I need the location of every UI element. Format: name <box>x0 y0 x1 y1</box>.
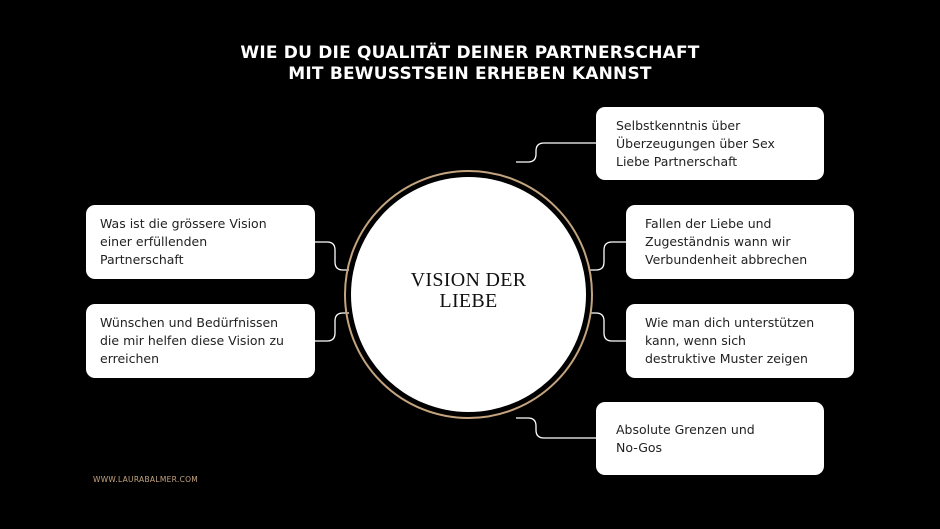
box-text-line: Fallen der Liebe und <box>645 216 772 231</box>
connector-right-2 <box>590 241 626 271</box>
box-text-line: No-Gos <box>616 439 663 455</box>
center-label-line-1: VISION DER <box>410 269 527 291</box>
connector-right-3 <box>590 312 626 342</box>
box-text-line: einer erfüllenden <box>100 234 208 249</box>
box-greater-vision: Was ist die grössere Vision einer erfüll… <box>86 205 315 279</box>
box-text-line: erreichen <box>100 351 160 366</box>
box-text-line: Wünschen und Bedürfnissen <box>100 315 279 330</box>
box-text-line: Was ist die grössere Vision <box>100 216 267 231</box>
center-label: VISION DER LIEBE <box>351 270 586 312</box>
box-traps-of-love: Fallen der Liebe und Zugeständnis wann w… <box>626 205 854 279</box>
box-text-line: destruktive Muster zeigen <box>645 351 808 366</box>
website-footer: WWW.LAURABALMER.COM <box>93 475 199 484</box>
box-text-line: die mir helfen diese Vision zu <box>100 333 284 348</box>
box-text-line: Partnerschaft <box>100 252 184 267</box>
box-self-knowledge: Selbstkenntnis über Überzeugungen über S… <box>596 107 824 180</box>
title-line-2: MIT BEWUSSTSEIN ERHEBEN KANNST <box>288 64 652 84</box>
center-label-line-2: LIEBE <box>439 290 498 312</box>
connector-left-2 <box>315 312 349 342</box>
box-text-line: Absolute Grenzen und <box>616 421 755 437</box>
box-text-line: Wie man dich unterstützen <box>645 315 815 330</box>
box-text-line: Zugeständnis wann wir <box>645 234 791 249</box>
connector-left-1 <box>315 241 349 271</box>
center-circle <box>351 177 586 412</box>
box-text-line: Liebe Partnerschaft <box>616 153 738 169</box>
box-text-line: Selbstkenntnis über <box>616 117 741 133</box>
connector-right-1 <box>516 142 596 163</box>
center-circle-ring <box>344 170 593 419</box>
box-boundaries: Absolute Grenzen und No-Gos <box>596 402 824 475</box>
box-text-line: kann, wenn sich <box>645 333 746 348</box>
box-support: Wie man dich unterstützen kann, wenn sic… <box>626 304 854 378</box>
connector-right-4 <box>516 417 596 439</box>
box-text-line: Überzeugungen über Sex <box>616 135 775 151</box>
box-text-line: Verbundenheit abbrechen <box>645 252 808 267</box>
title-line-1: WIE DU DIE QUALITÄT DEINER PARTNERSCHAFT <box>240 43 700 63</box>
box-wishes-needs: Wünschen und Bedürfnissen die mir helfen… <box>86 304 315 378</box>
